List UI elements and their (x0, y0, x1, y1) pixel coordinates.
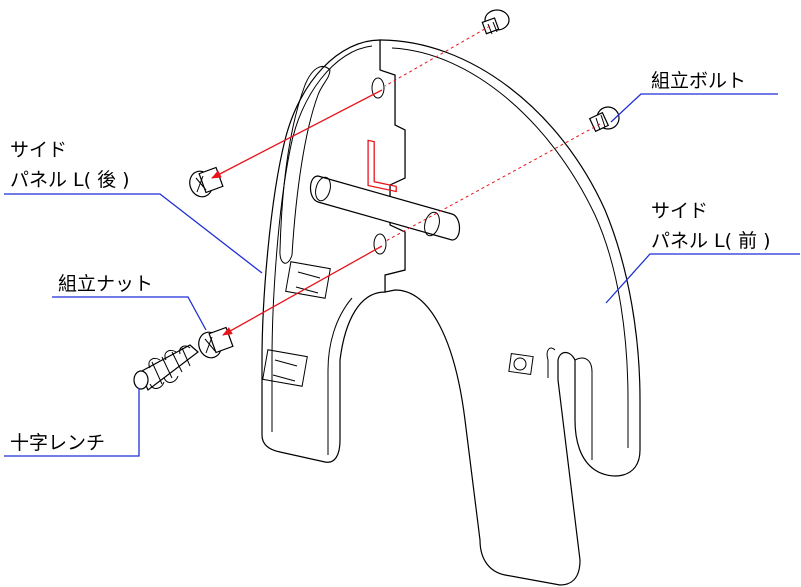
label-side-panel-front: サイド パネル L( 前 ) (651, 200, 771, 252)
label-side-panel-front-line1: サイド (651, 200, 708, 222)
assembly-arrow-top (211, 89, 383, 179)
assembly-bolt-right (588, 106, 620, 133)
assembly-bolt-top (481, 9, 510, 35)
label-assembly-nut: 組立ナット (58, 273, 153, 295)
leader-cross-wrench (4, 388, 140, 457)
assembly-nut-top (189, 166, 224, 198)
leader-assembly-nut (52, 296, 207, 331)
side-panel-rear (261, 39, 406, 463)
label-side-panel-rear-line2: パネル L( 後 ) (10, 169, 130, 191)
bolt-hole-upper (371, 77, 385, 99)
assembly-arrow-right (222, 245, 383, 336)
panel-mark-l: L (362, 127, 397, 207)
assembly-path-right (383, 123, 601, 243)
connecting-bar (309, 175, 461, 241)
label-cross-wrench: 十字レンチ (10, 432, 105, 454)
label-side-panel-rear: サイド パネル L( 後 ) (10, 139, 130, 191)
label-assembly-bolt: 組立ボルト (651, 70, 746, 92)
leader-assembly-bolt (610, 93, 778, 123)
assembly-path-top (384, 25, 491, 87)
cross-wrench (133, 344, 199, 391)
side-panel-front (379, 39, 641, 586)
assembly-nut-bottom (198, 326, 234, 359)
leader-side-panel-front (605, 253, 800, 304)
leader-side-panel-rear (4, 193, 263, 274)
label-side-panel-front-line2: パネル L( 前 ) (651, 230, 771, 252)
bolt-hole-lower (373, 233, 387, 255)
label-side-panel-rear-line1: サイド (10, 139, 67, 161)
